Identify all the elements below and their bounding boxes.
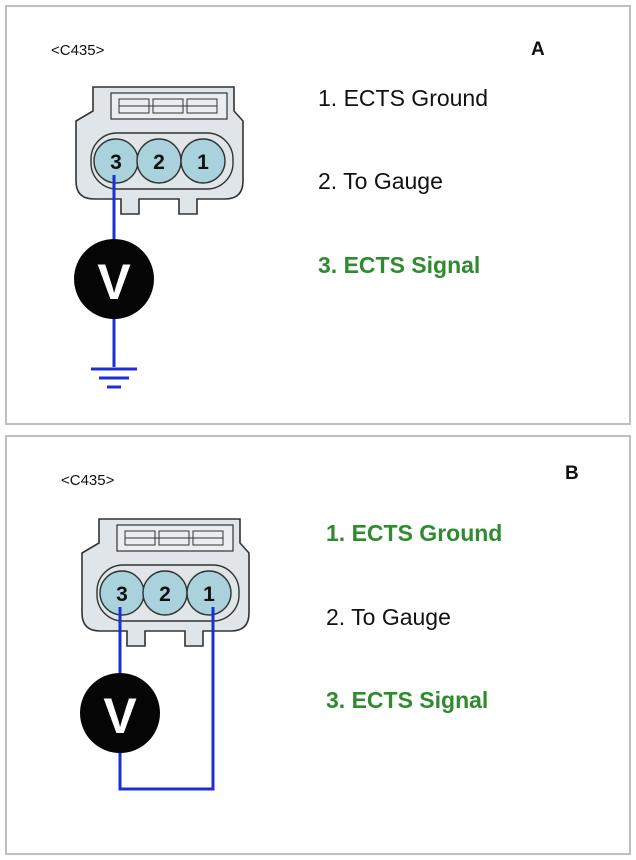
panel-label: B [565,463,579,484]
connector-id-label: <C435> [51,42,105,59]
voltmeter-label: V [97,254,131,310]
panel-b: <C435> B 3 2 1 V 1. ECTS Ground 2. To Ga… [5,435,631,855]
panel-a-diagram: <C435> A 3 2 1 V 1 [51,39,545,389]
panel-a: <C435> A 3 2 1 V 1 [5,5,631,425]
pin-description-1: 1. ECTS Ground [326,520,502,546]
pin-1 [186,570,232,616]
pin-label: 3 [110,151,122,174]
voltmeter-label: V [103,688,137,744]
pin-label: 1 [197,151,209,174]
pin-label: 1 [203,583,215,606]
pin-description-3: 3. ECTS Signal [326,687,488,713]
connector-id-label: <C435> [61,472,115,489]
panel-b-diagram: <C435> B 3 2 1 V 1. ECTS Ground 2. To Ga… [61,463,579,791]
pin-1 [180,138,226,184]
pin-description-2: 2. To Gauge [326,604,451,630]
pin-description-2: 2. To Gauge [318,168,443,194]
panel-label: A [531,39,545,60]
probe-wire-pin-1 [118,607,215,791]
pin-label: 2 [159,583,171,606]
voltmeter-icon: V [74,239,154,319]
ground-icon [91,367,137,389]
pin-label: 2 [153,151,165,174]
pin-label: 3 [116,583,128,606]
voltmeter-icon: V [80,673,160,753]
pin-description-3: 3. ECTS Signal [318,252,480,278]
pin-description-1: 1. ECTS Ground [318,85,488,111]
